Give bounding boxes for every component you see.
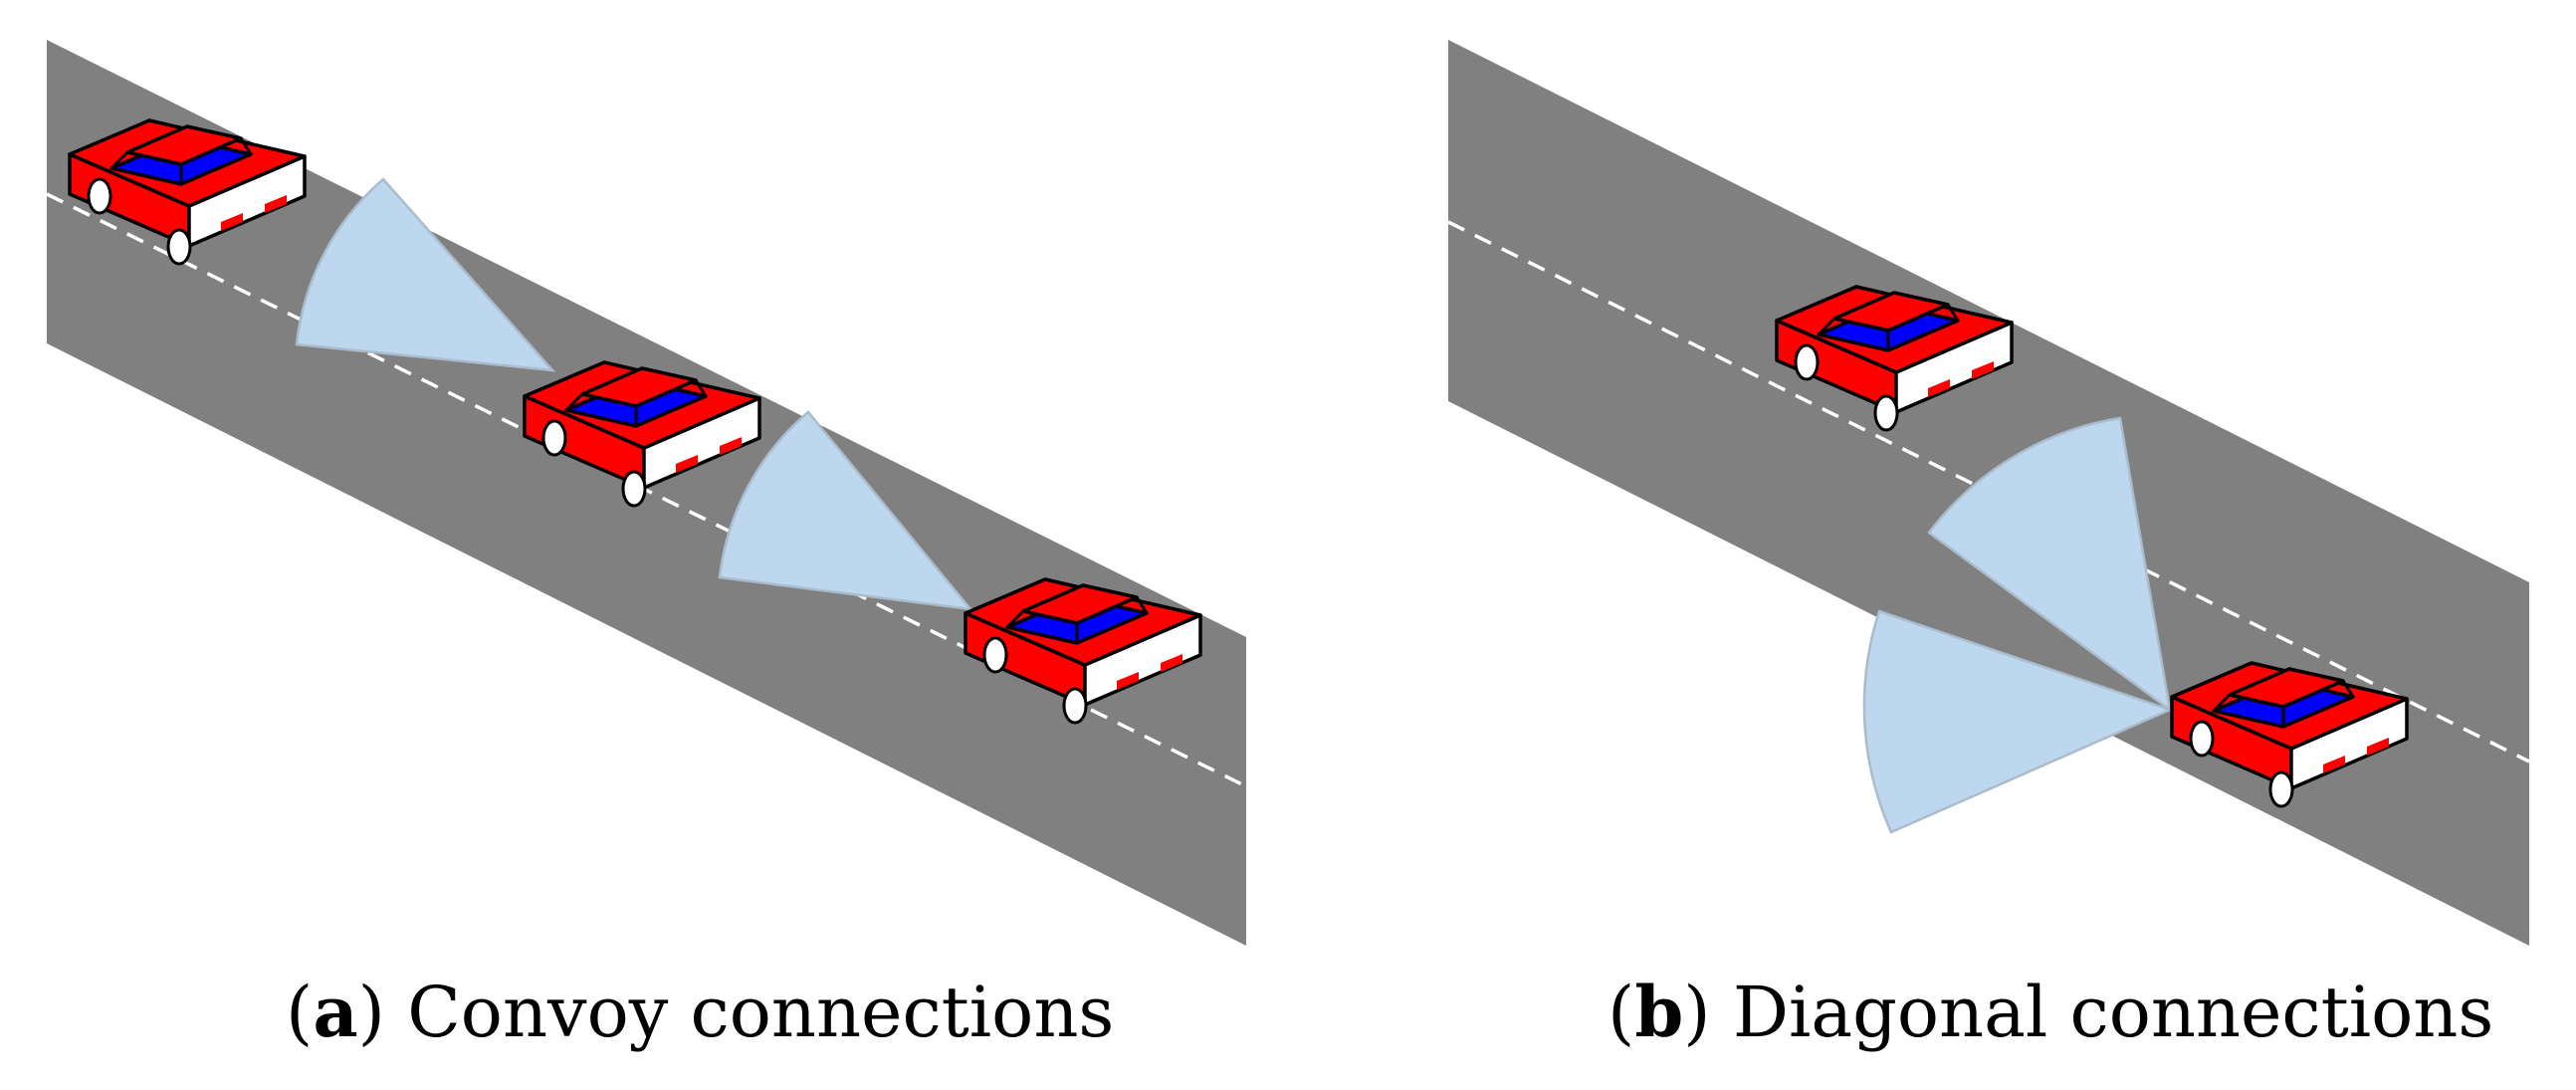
caption-title: Diagonal connections bbox=[1732, 972, 2494, 1053]
sensor-cone-icon bbox=[718, 410, 973, 611]
caption-b: (b) Diagonal connections bbox=[1608, 971, 2494, 1053]
sensor-cone-icon bbox=[1927, 416, 2172, 713]
caption-title: Convoy connections bbox=[407, 972, 1115, 1053]
sensor-cone-icon bbox=[295, 177, 556, 372]
caption-letter: b bbox=[1634, 971, 1684, 1053]
sensor-cone-icon bbox=[1862, 609, 2174, 834]
caption-a: (a) Convoy connections bbox=[286, 971, 1115, 1053]
panel-b bbox=[1447, 40, 2530, 946]
panel-a bbox=[46, 40, 1247, 946]
caption-letter: a bbox=[313, 971, 358, 1053]
